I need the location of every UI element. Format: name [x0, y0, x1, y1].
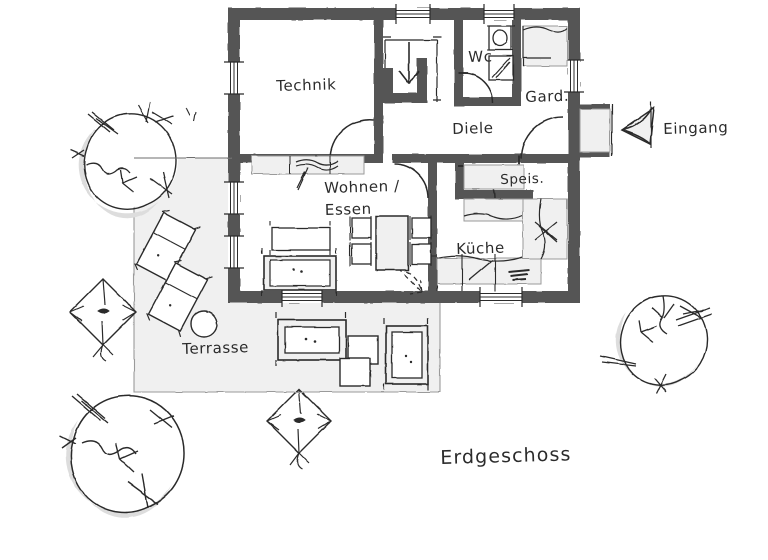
interior-furniture [251, 155, 568, 296]
entry-vestibule [579, 104, 613, 156]
terrace-lounger-1 [134, 209, 201, 288]
room-label-technik: Technik [276, 75, 337, 95]
window-west-1 [224, 61, 244, 95]
room-label-wc: Wc [468, 47, 493, 66]
room-label-terrasse: Terrasse [182, 338, 250, 358]
room-label-speis: Speis. [500, 170, 545, 188]
door-wc [458, 72, 494, 104]
window-openings [224, 4, 584, 307]
shrub-bottom-mid [266, 388, 332, 470]
tree-right [599, 294, 713, 395]
page-title: Erdgeschoss [440, 443, 572, 469]
window-west-3 [224, 235, 244, 269]
room-label-diele: Diele [452, 118, 494, 138]
window-west-2 [224, 181, 244, 215]
gard-closet [522, 25, 568, 67]
eingang-marker-icon [620, 102, 655, 148]
terrace-lounger-2 [146, 259, 213, 338]
terrace-table [275, 312, 347, 366]
terrace-bench [383, 318, 429, 390]
window-north-2 [483, 4, 515, 24]
door-entry [518, 116, 564, 165]
door-terrace [397, 267, 423, 295]
terrace-round-table [190, 310, 218, 338]
tree-bottom-left [59, 393, 185, 518]
stair-down [383, 36, 441, 103]
window-north-1 [395, 4, 431, 24]
tree-top-left [69, 101, 178, 219]
shrub-mid-left [69, 278, 137, 362]
wc-fixtures [487, 25, 515, 81]
room-label-wohnen-essen: Wohnen / Essen [324, 176, 401, 219]
room-label-kueche: Küche [456, 238, 506, 258]
annotation-eingang: Eingang [663, 118, 729, 138]
door-swings [329, 72, 564, 295]
window-south-2 [479, 287, 523, 307]
door-wohnen [393, 163, 429, 199]
terrace-chair-b [339, 357, 371, 387]
site-hatching [134, 107, 440, 393]
room-label-gard: Gard. [525, 86, 570, 106]
